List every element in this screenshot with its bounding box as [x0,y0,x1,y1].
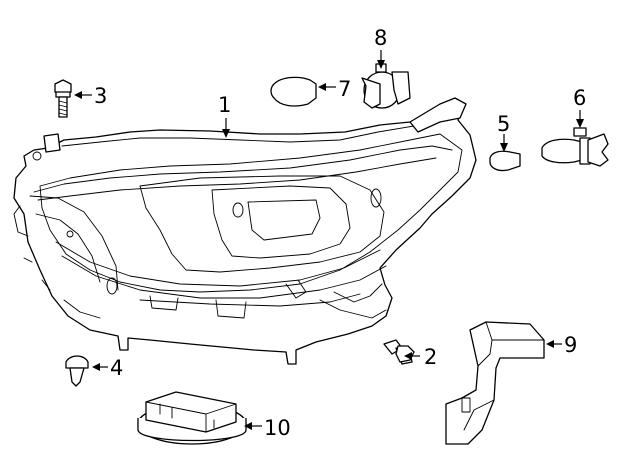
callout-3: 3 [94,84,107,108]
callout-7: 7 [338,77,351,101]
bracket-part-9 [445,321,545,445]
callout-6: 6 [573,86,586,110]
callout-1: 1 [218,93,231,117]
bulb-part-5 [489,150,521,172]
socket-part-8 [361,63,411,109]
callout-5: 5 [497,112,510,136]
screw-part-3 [54,79,72,118]
callout-2: 2 [424,345,437,369]
callout-9: 9 [564,333,577,357]
module-part-10 [137,391,247,445]
headlamp-assembly [13,97,477,365]
callout-10: 10 [264,416,291,440]
clip-part-4 [65,355,89,387]
callout-8: 8 [374,26,387,50]
callout-4: 4 [110,356,123,380]
leader-arrows [74,50,584,430]
bolt-part-2 [383,339,415,365]
bulb-part-6 [541,127,609,167]
bulb-part-7 [270,76,317,107]
